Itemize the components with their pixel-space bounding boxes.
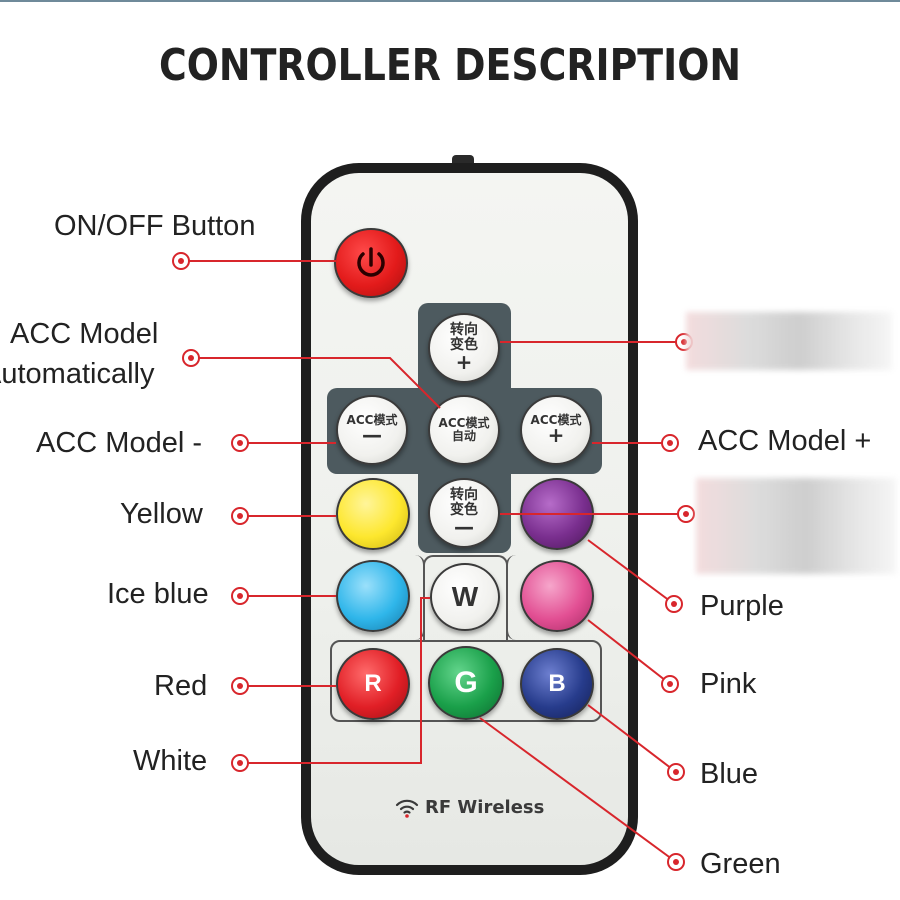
- label-acc-auto-line2: Automatically: [0, 358, 154, 391]
- label-blue: Blue: [700, 758, 758, 791]
- redacted-label-upper-right: [686, 312, 892, 370]
- label-red: Red: [154, 670, 207, 703]
- label-white: White: [133, 745, 207, 778]
- label-on-off-button: ON/OFF Button: [54, 210, 255, 243]
- label-acc-model-plus: ACC Model +: [698, 425, 871, 458]
- redacted-label-middle-right: [696, 478, 896, 574]
- label-ice-blue: Ice blue: [107, 578, 209, 611]
- label-purple: Purple: [700, 590, 784, 623]
- label-yellow: Yellow: [120, 498, 203, 531]
- label-acc-auto-line1: ACC Model: [10, 318, 158, 351]
- label-green: Green: [700, 848, 781, 881]
- label-acc-model-minus: ACC Model -: [36, 427, 202, 460]
- label-pink: Pink: [700, 668, 756, 701]
